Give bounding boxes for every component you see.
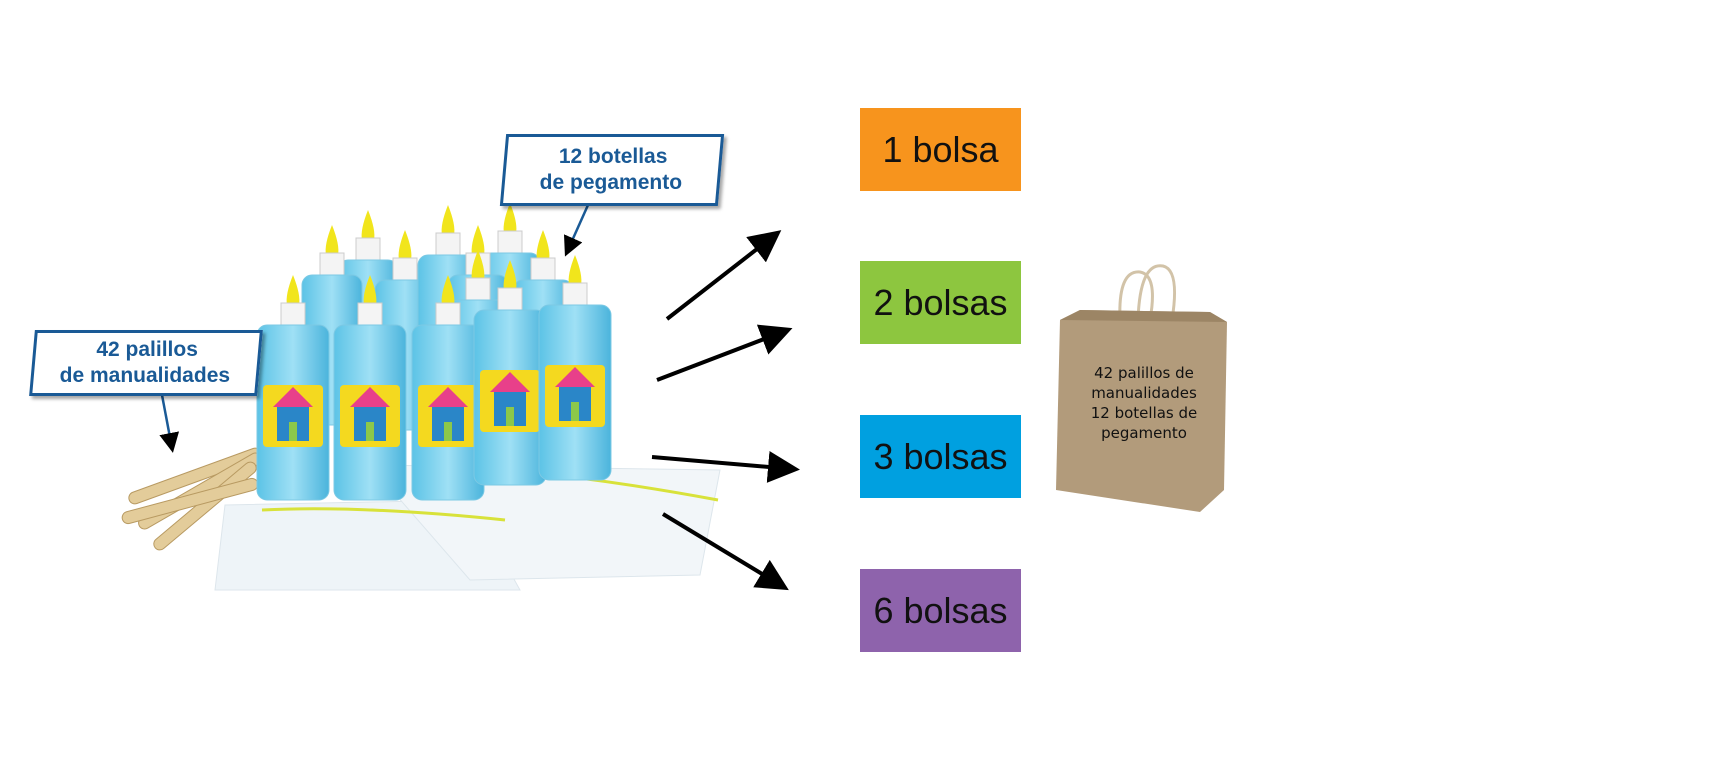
glue-bottle [411,275,485,501]
arrow-to-3-bolsas [651,451,800,483]
option-2-bolsas: 2 bolsas [860,261,1021,344]
bag-line: pegamento [1101,424,1187,442]
bag-line: 12 botellas de [1090,404,1198,422]
callout-bottles: 12 botellas de pegamento [499,134,725,206]
arrow-to-6-bolsas [661,512,789,591]
division-arrows [651,230,800,591]
glue-bottle [256,275,330,501]
bag-line: manualidades [1091,384,1197,402]
arrow-to-1-bolsa [665,230,782,321]
glue-bottle [333,275,407,501]
callout-sticks-line1: 42 palillos [96,338,198,361]
bag-label: 42 palillos de manualidades 12 botellas … [1066,363,1222,443]
bag-line: 42 palillos de [1094,364,1194,382]
arrow-to-2-bolsas [656,324,793,382]
callout-bottles-line2: de pegamento [539,171,683,194]
callout-bottles-line1: 12 botellas [558,145,668,168]
glue-bottles [256,203,612,501]
glue-bottle [538,255,612,481]
callout-sticks-line2: de manualidades [59,364,231,387]
option-3-bolsas: 3 bolsas [860,415,1021,498]
option-1-bolsa: 1 bolsa [860,108,1021,191]
paper-bag [1056,264,1227,512]
glue-bottle [473,260,547,486]
callout-sticks: 42 palillos de manualidades [29,330,263,396]
option-6-bolsas: 6 bolsas [860,569,1021,652]
